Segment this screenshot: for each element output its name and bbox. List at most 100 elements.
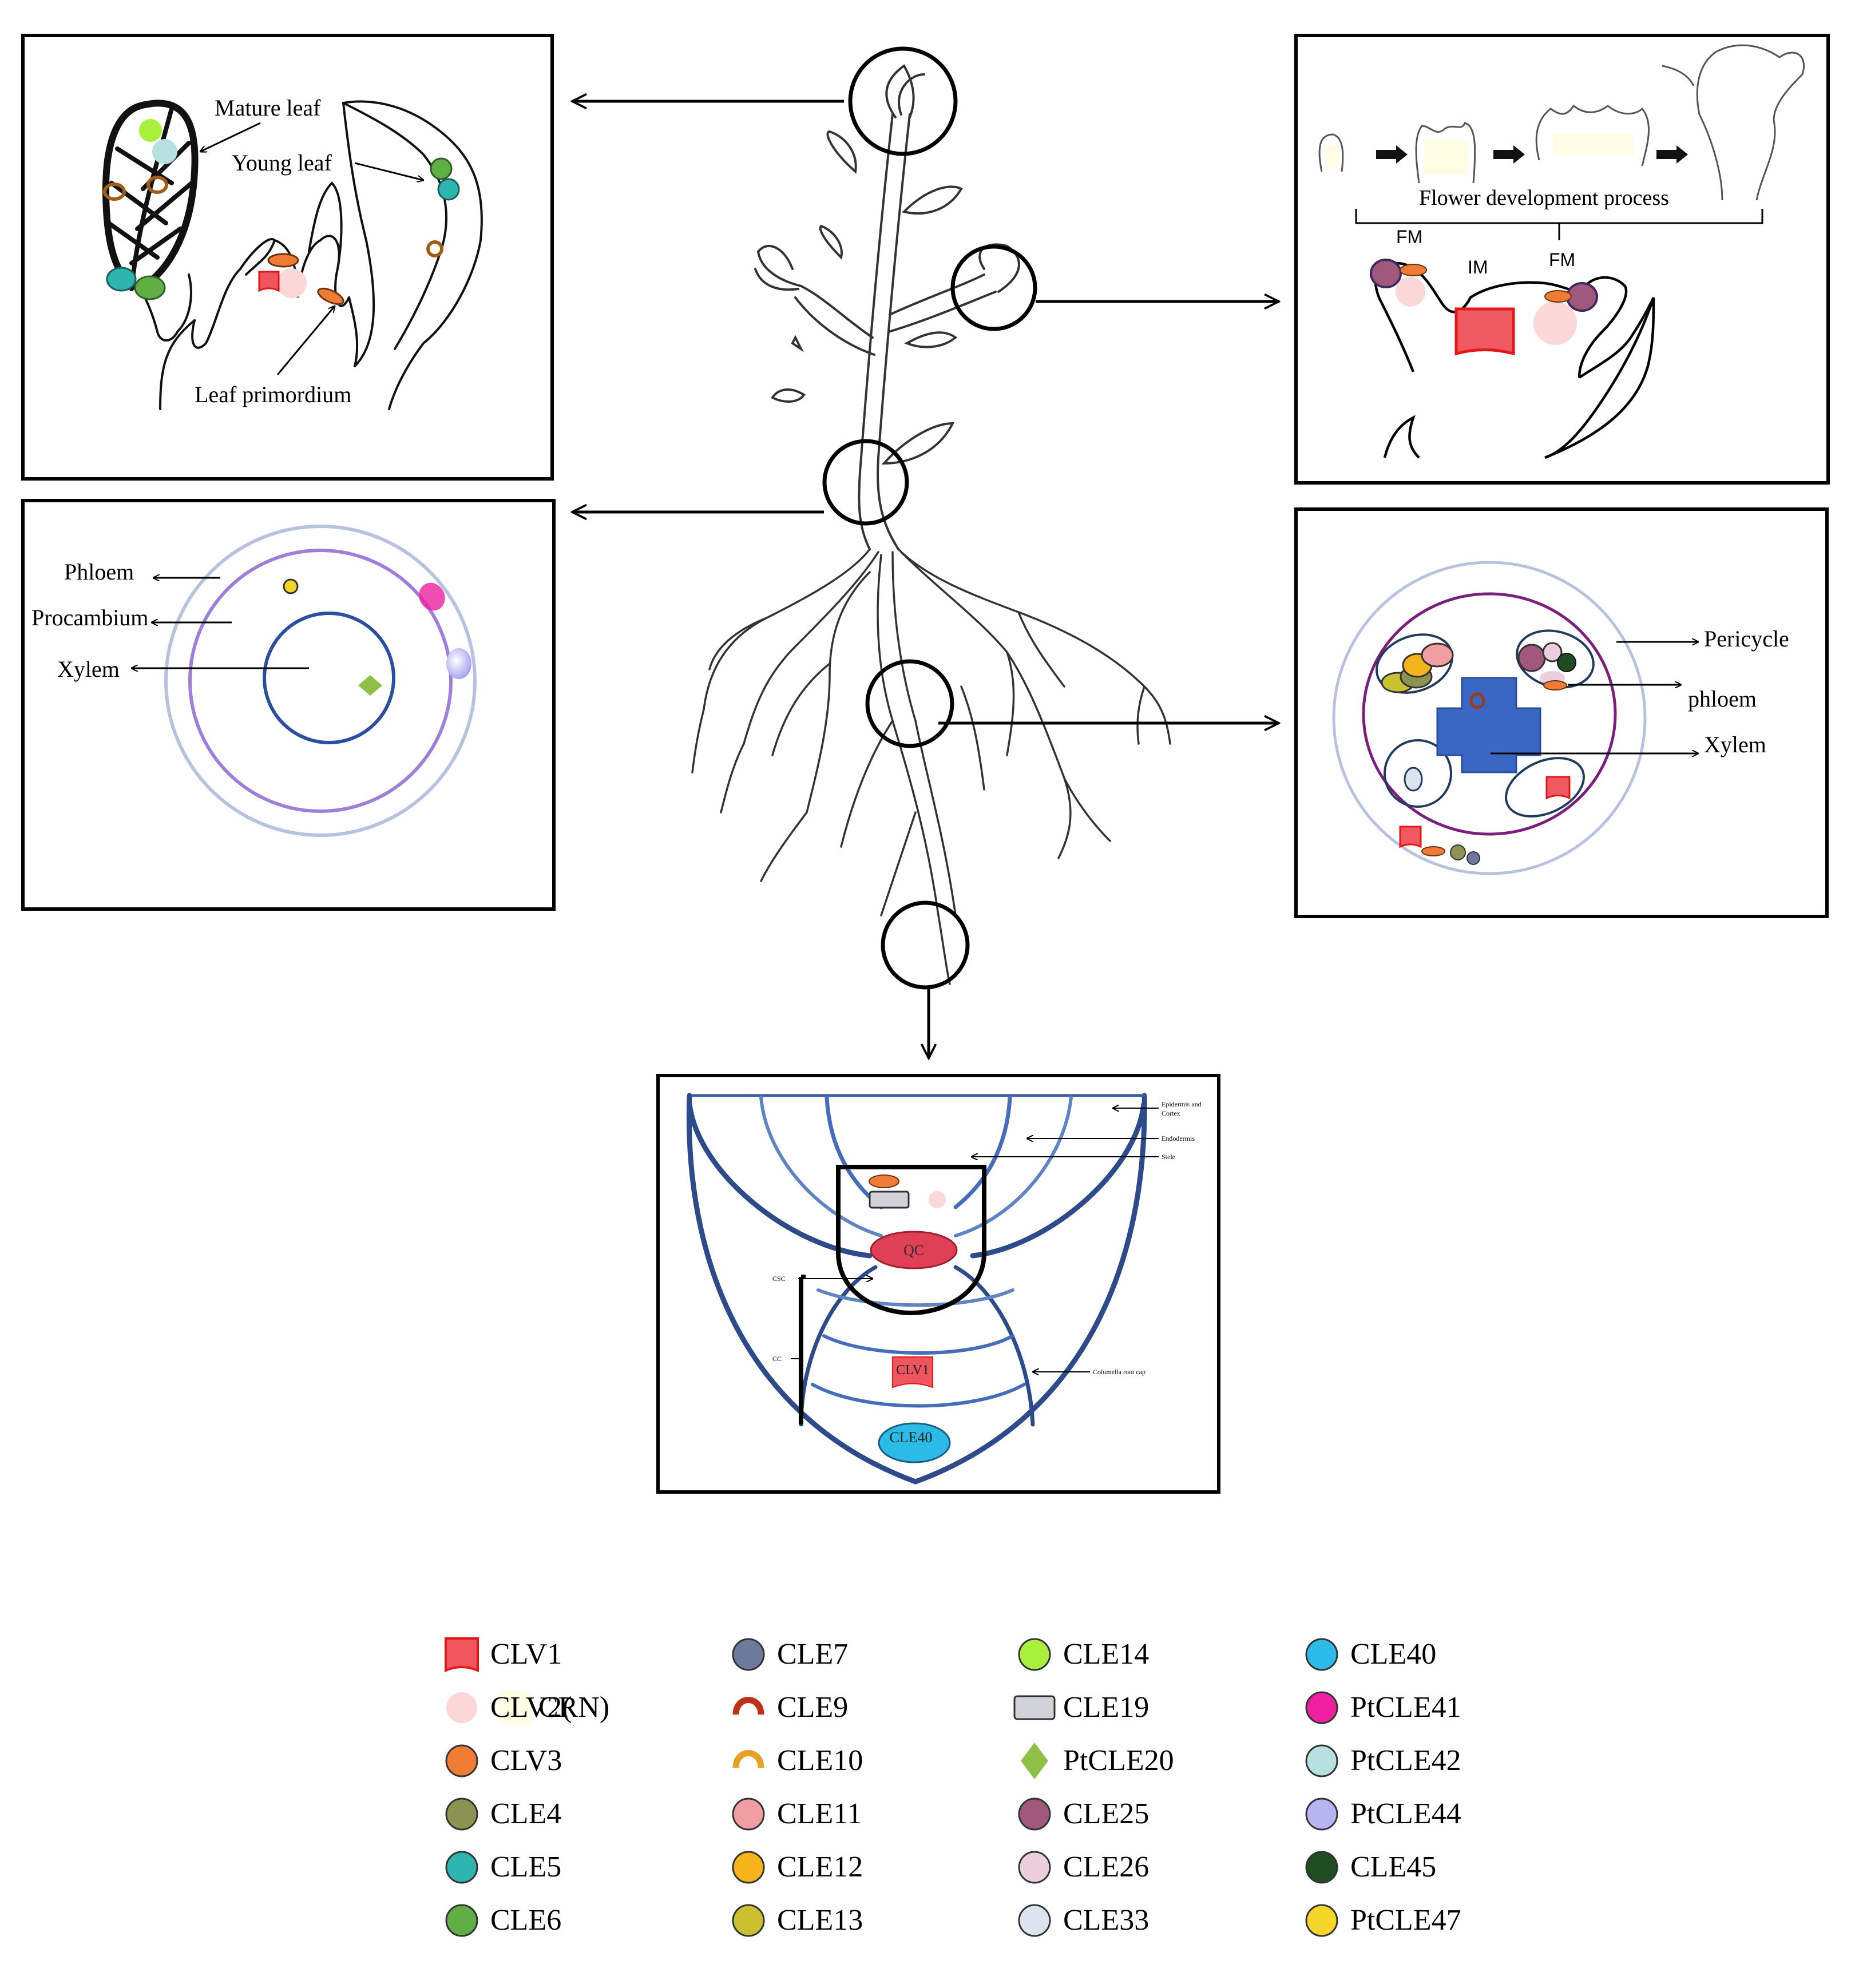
legend-swatch-cle6: [445, 1904, 478, 1937]
legend-swatch-cle25: [1018, 1797, 1051, 1831]
legend-label-cle6: CLE6: [490, 1904, 561, 1937]
cle10-marker-young: [426, 240, 443, 257]
legend-item-ptcle41: PtCLE41: [1305, 1691, 1461, 1724]
root-xylem-label: Xylem: [1704, 732, 1766, 757]
cle5-marker: [106, 267, 137, 292]
cle10-marker: [103, 182, 126, 201]
legend-swatch-ptcle44: [1305, 1797, 1338, 1831]
stele-label: Stele: [1162, 1153, 1175, 1161]
plant-drawing: [754, 64, 1020, 550]
clv1-marker-tip: [892, 1356, 933, 1388]
stem-circle: [822, 439, 909, 526]
root-system: [691, 548, 1171, 985]
epidermis-cortex-label-1: Epidermis and: [1162, 1100, 1202, 1108]
fm-right-label: FM: [1549, 249, 1575, 270]
pericycle-label: Pericycle: [1704, 626, 1789, 652]
shoot-apex-panel: Mature leaf Young leaf Leaf primordium: [21, 34, 554, 481]
cle7-marker: [1466, 851, 1480, 865]
clv3-marker-root: [1543, 680, 1567, 691]
crn-marker-2: [1425, 140, 1468, 174]
legend-label-cle4: CLE4: [490, 1797, 561, 1830]
xylem-cross: [1436, 677, 1541, 773]
cle26-marker: [1542, 642, 1563, 662]
cle40-marker: [878, 1422, 951, 1463]
legend-item-ptcle47: PtCLE47: [1305, 1904, 1461, 1937]
legend-item-ptcle20: PtCLE20: [1021, 1743, 1174, 1779]
root-tip-panel: QC CLV1 CLE40 Epidermis and Cortex Endod…: [656, 1074, 1220, 1494]
ptcle20-marker: [358, 675, 382, 696]
cle33-marker: [1404, 767, 1423, 792]
legend-label-ptcle44: PtCLE44: [1350, 1797, 1461, 1830]
young-leaf-label: Young leaf: [232, 150, 332, 176]
young-leaf-arrow: [354, 162, 423, 180]
ptcle47-marker: [283, 578, 299, 594]
cle25-marker-left: [1370, 259, 1402, 288]
clv3-marker: [267, 253, 299, 268]
clv1-marker-bottom: [1399, 826, 1422, 848]
legend-swatch-cle19: [1013, 1695, 1056, 1720]
clv1-marker-im: [1454, 307, 1515, 356]
legend-swatch-clv3: [445, 1744, 478, 1777]
root-tip-layers: [686, 1093, 1147, 1485]
shoot-meristem-outline: [159, 100, 483, 410]
cle6-marker: [134, 275, 166, 300]
legend-swatch-cle9: [732, 1697, 764, 1715]
flower-panel: Flower development process FM IM FM: [1294, 34, 1830, 485]
flower-process-label: Flower development process: [1419, 186, 1669, 210]
legend-label-cle11: CLE11: [777, 1797, 862, 1830]
clv1-tip-label: CLV1: [896, 1363, 929, 1378]
clv3-marker-2: [317, 287, 344, 305]
legend-label-clv1: CLV1: [490, 1638, 562, 1670]
stem-procambium-ring: [188, 549, 453, 813]
legend-swatch-ptcle47: [1305, 1904, 1338, 1937]
legend-swatch-cle13: [732, 1904, 765, 1937]
legend-item-ptcle42: PtCLE42: [1305, 1744, 1461, 1777]
csc-label: CSC: [772, 1275, 786, 1283]
clv3-marker-left: [1400, 264, 1427, 276]
legend-swatch-crn: [498, 1691, 532, 1725]
legend-swatch-cle12: [732, 1851, 765, 1884]
legend-swatch-cle11: [732, 1797, 765, 1831]
legend-swatch-cle14: [1018, 1638, 1051, 1671]
stem-cell-niche-outline: [836, 1165, 986, 1316]
ptcle44-marker: [446, 648, 471, 679]
crn-marker-1: [1326, 146, 1339, 169]
legend-label-clv3: CLV3: [490, 1744, 562, 1777]
legend-item-cle12: CLE12: [732, 1851, 863, 1884]
clv2-marker-fm-left: [1396, 277, 1425, 307]
root-section-panel: Pericycle phloem Xylem: [1294, 507, 1829, 918]
legend-item-clv2: CLV2(CRN): [446, 1691, 609, 1725]
legend-item-cle10: CLE10: [732, 1744, 863, 1777]
legend-label-clv2: CLV2(: [490, 1691, 572, 1724]
zoom-circles: [822, 46, 1037, 990]
legend: CLV1CLV2(CRN)CLV3CLE4CLE5CLE6CLE7CLE9CLE…: [445, 1637, 1461, 1937]
cc-bracket: [799, 1275, 806, 1424]
legend-label-cle14: CLE14: [1063, 1638, 1149, 1670]
legend-swatch-cle4: [445, 1797, 478, 1831]
cc-label: CC: [772, 1355, 782, 1363]
legend-label-cle7: CLE7: [777, 1638, 848, 1670]
cle40-tip-label: CLE40: [889, 1429, 932, 1446]
cle10-marker-2: [146, 176, 168, 194]
legend-item-cle45: CLE45: [1305, 1851, 1436, 1884]
legend-swatch-cle33: [1018, 1904, 1051, 1937]
root-phloem-label: phloem: [1688, 686, 1757, 712]
sequence-arrows: [1376, 145, 1688, 164]
legend-label-ptcle42: PtCLE42: [1350, 1744, 1461, 1777]
legend-item-cle6: CLE6: [445, 1904, 561, 1937]
legend-swatch-ptcle42: [1305, 1744, 1338, 1777]
clv3-marker-right: [1544, 290, 1572, 303]
cle5-marker-young: [437, 178, 460, 201]
legend-swatch-cle5: [445, 1851, 478, 1884]
legend-item-cle7: CLE7: [732, 1638, 848, 1671]
legend-item-cle26: CLE26: [1018, 1851, 1149, 1884]
cle11-marker: [1421, 642, 1454, 668]
legend-item-cle5: CLE5: [445, 1851, 561, 1884]
phloem-label: Phloem: [64, 559, 134, 585]
root-tip-circle: [881, 900, 970, 990]
stem-xylem-ring: [263, 612, 395, 744]
legend-label-ptcle41: PtCLE41: [1350, 1691, 1461, 1724]
legend-swatch-ptcle20: [1021, 1743, 1048, 1779]
cle9-marker: [1469, 692, 1485, 709]
